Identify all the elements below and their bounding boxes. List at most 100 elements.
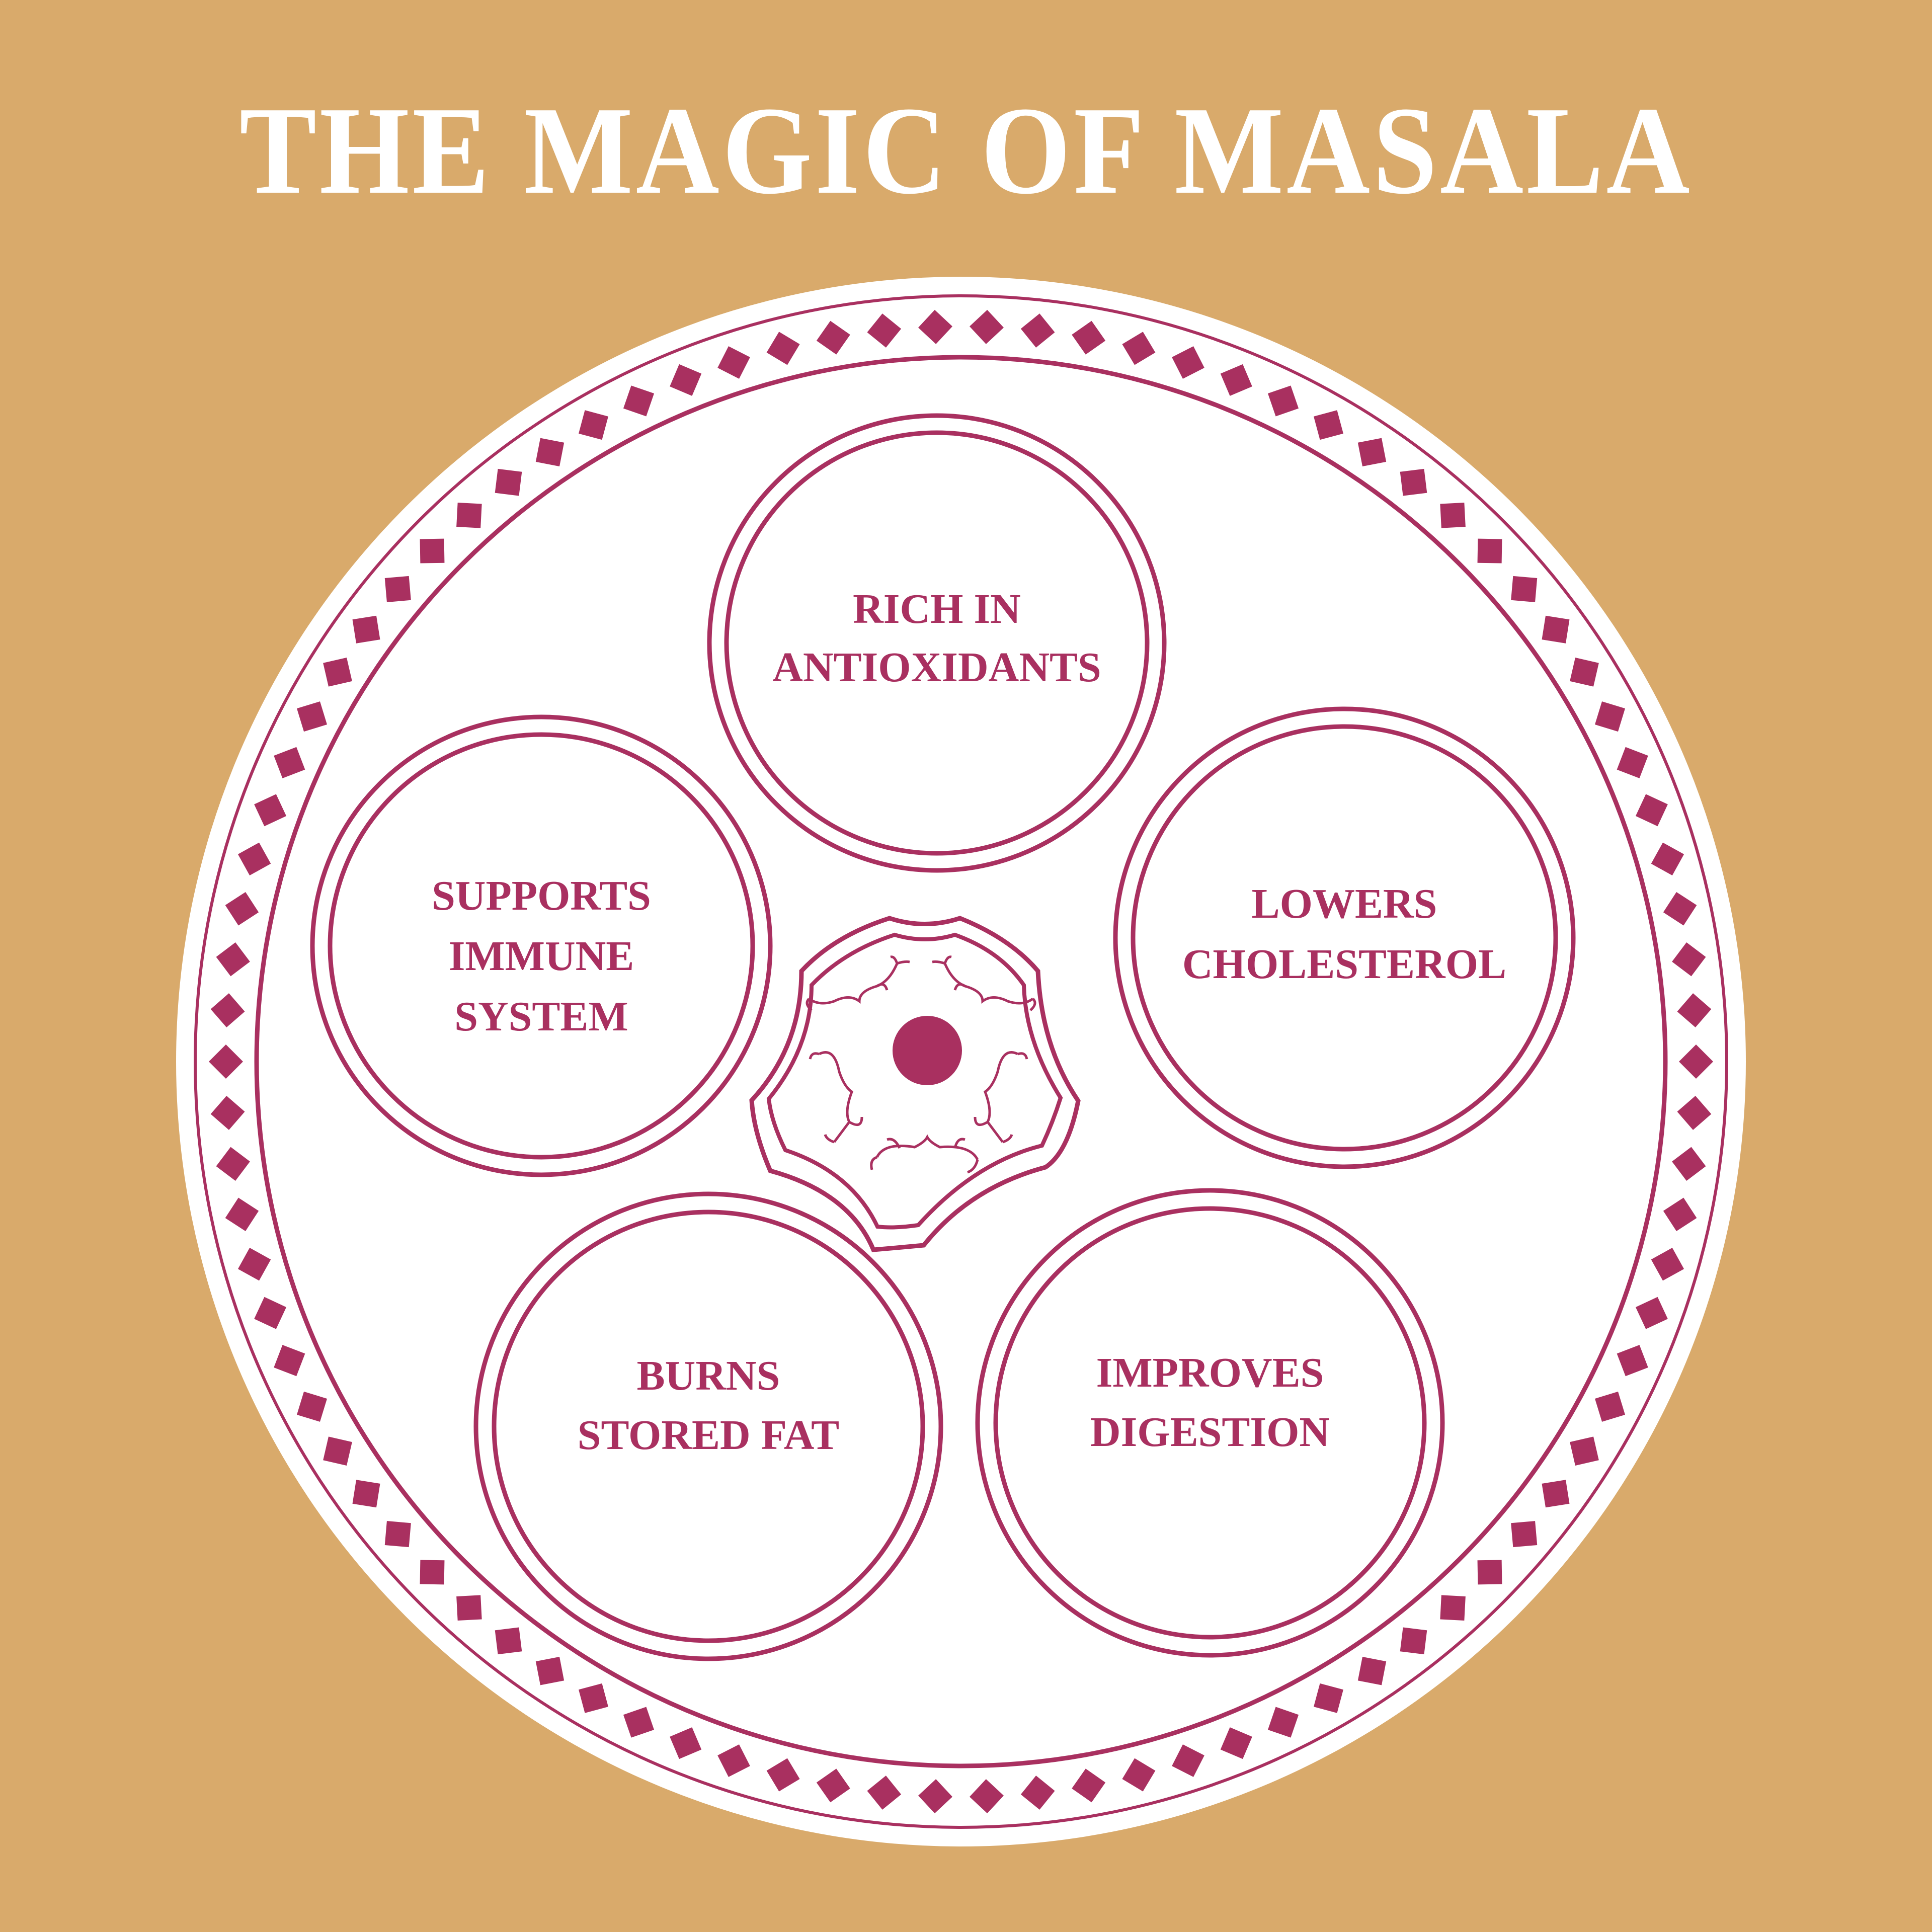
diamond-icon	[1172, 1744, 1204, 1777]
diamond-icon	[323, 1436, 352, 1466]
diamond-icon	[209, 1044, 243, 1079]
diamond-icon	[623, 1707, 655, 1738]
diamond-icon	[495, 468, 522, 496]
floral-medallion-icon	[749, 916, 1081, 1252]
diamond-icon	[237, 1248, 271, 1281]
plate	[176, 277, 1746, 1846]
diamond-icon	[1594, 1391, 1626, 1422]
diamond-icon	[1220, 1727, 1252, 1759]
diamond-icon	[1072, 320, 1106, 355]
diamond-icon	[274, 1345, 305, 1377]
diamond-icon	[1663, 1197, 1697, 1232]
diamond-icon	[1570, 657, 1599, 687]
benefit-label-line: LOWERS	[1252, 880, 1437, 927]
diamond-icon	[1314, 1683, 1343, 1713]
diamond-icon	[420, 538, 445, 564]
diamond-icon	[296, 701, 328, 732]
benefit-label-line: CHOLESTEROL	[1182, 941, 1506, 988]
benefit-circle-left: SUPPORTS IMMUNE SYSTEM	[310, 714, 773, 1177]
diamond-icon	[237, 842, 271, 875]
diamond-icon	[816, 1768, 850, 1803]
benefit-circle-top: RICH IN ANTIOXIDANTS	[707, 413, 1167, 873]
benefit-label-line: ANTIOXIDANTS	[772, 644, 1101, 691]
diamond-icon	[1511, 1521, 1538, 1548]
diamond-icon	[1635, 794, 1668, 827]
diamond-icon	[1122, 332, 1156, 365]
diamond-icon	[456, 1595, 482, 1621]
diamond-icon	[225, 892, 259, 926]
diamond-icon	[1477, 538, 1502, 564]
inner-border-ring	[254, 355, 1668, 1768]
diamond-icon	[1617, 747, 1648, 778]
diamond-icon	[579, 1683, 608, 1713]
diamond-icon	[1072, 1768, 1106, 1803]
diamond-icon	[1570, 1436, 1599, 1466]
diamond-icon	[766, 332, 800, 365]
diamond-icon	[579, 410, 608, 440]
diamond-border	[209, 309, 1713, 1814]
diamond-icon	[1672, 1147, 1706, 1181]
benefit-circles: RICH IN ANTIOXIDANTS SUPPORTS IMMUNE SYS…	[310, 413, 1576, 1661]
diamond-icon	[970, 1779, 1004, 1814]
diamond-icon	[216, 1147, 250, 1181]
diamond-icon	[623, 385, 655, 417]
diamond-icon	[384, 1521, 411, 1548]
diamond-icon	[1511, 576, 1538, 602]
diamond-icon	[1651, 842, 1684, 875]
diamond-icon	[535, 438, 565, 466]
medallion-center-dot	[893, 1016, 962, 1085]
diamond-icon	[384, 576, 411, 602]
diamond-icon	[535, 1657, 565, 1685]
diamond-icon	[1020, 1776, 1055, 1810]
diamond-icon	[352, 1480, 380, 1508]
diamond-icon	[1635, 1297, 1668, 1329]
diamond-icon	[1267, 385, 1299, 417]
diamond-icon	[1679, 1044, 1713, 1079]
diamond-icon	[670, 1727, 702, 1759]
benefit-label-line: DIGESTION	[1090, 1409, 1330, 1456]
benefit-circle-bottom-right: IMPROVES DIGESTION	[975, 1188, 1445, 1658]
benefit-label-line: SUPPORTS	[432, 872, 651, 919]
diamond-icon	[1314, 410, 1343, 440]
diamond-icon	[717, 346, 750, 379]
outer-border-ring	[194, 294, 1728, 1829]
diamond-icon	[918, 1779, 952, 1814]
benefit-label-line: STORED FAT	[578, 1412, 839, 1459]
diamond-icon	[1542, 1480, 1570, 1508]
benefit-label-line: SYSTEM	[454, 993, 628, 1040]
page-title: THE MAGIC OF MASALA	[239, 81, 1693, 220]
diamond-icon	[254, 794, 287, 827]
diamond-icon	[495, 1627, 522, 1655]
diamond-icon	[323, 657, 352, 687]
diamond-icon	[1542, 615, 1570, 643]
diamond-icon	[1477, 1560, 1502, 1585]
medallion-scrollwork	[806, 955, 1036, 1174]
diamond-icon	[1357, 438, 1387, 466]
diamond-icon	[1440, 503, 1466, 528]
diamond-icon	[1172, 346, 1204, 379]
diamond-icon	[867, 313, 902, 348]
diamond-icon	[1440, 1595, 1466, 1621]
benefit-label-line: BURNS	[637, 1352, 780, 1399]
diamond-icon	[970, 309, 1004, 344]
diamond-icon	[1617, 1345, 1648, 1377]
diamond-icon	[1677, 1095, 1712, 1130]
medallion-inner-frame	[766, 932, 1063, 1230]
benefit-label-line: IMPROVES	[1096, 1349, 1324, 1396]
diamond-icon	[1267, 1707, 1299, 1738]
benefit-label-line: RICH IN	[853, 586, 1021, 632]
diamond-icon	[1677, 993, 1712, 1028]
diamond-icon	[456, 503, 482, 528]
benefit-circle-right: LOWERS CHOLESTEROL	[1113, 706, 1576, 1169]
diamond-icon	[1122, 1758, 1156, 1792]
diamond-icon	[670, 364, 702, 396]
diamond-icon	[274, 747, 305, 778]
diamond-icon	[1220, 364, 1252, 396]
benefit-circle-bottom-left: BURNS STORED FAT	[473, 1191, 943, 1661]
diamond-icon	[816, 320, 850, 355]
diamond-icon	[254, 1297, 287, 1329]
diamond-icon	[1400, 468, 1427, 496]
diamond-icon	[420, 1560, 445, 1585]
diamond-icon	[296, 1391, 328, 1422]
